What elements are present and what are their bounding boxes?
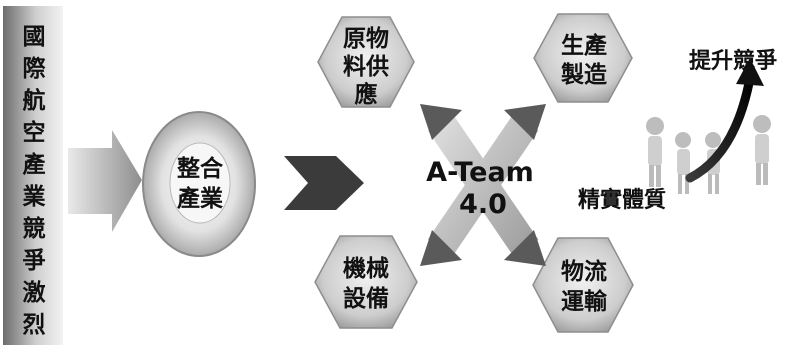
hexagon-label: 原物 xyxy=(343,25,389,52)
left-banner-char: 際 xyxy=(23,55,47,82)
left-banner-char: 航 xyxy=(23,87,46,114)
left-banner-char: 產 xyxy=(23,151,46,178)
arrowhead-bottom-right xyxy=(504,230,546,266)
chevron-arrow xyxy=(284,156,364,210)
person-figure xyxy=(646,117,664,187)
broad-arrow xyxy=(68,130,142,232)
integration-label-line2: 產業 xyxy=(177,185,224,212)
rising-arrowhead xyxy=(736,58,764,86)
left-banner-char: 競 xyxy=(23,215,46,242)
left-banner-char: 爭 xyxy=(23,247,46,274)
hexagon-shape xyxy=(317,16,415,108)
hexagon-shape xyxy=(314,235,418,329)
hexagon-label: 製造 xyxy=(560,61,608,88)
arrowhead-bottom-left xyxy=(420,230,462,266)
hexagon-label: 運輸 xyxy=(561,288,608,315)
left-banner-char: 烈 xyxy=(23,311,46,338)
label-boost-competition: 提升競爭 xyxy=(689,48,777,74)
left-banner-char: 國 xyxy=(23,23,46,50)
label-lean-constitution: 精實體質 xyxy=(578,187,666,213)
left-banner-bar xyxy=(3,6,63,345)
left-banner-char: 激 xyxy=(23,279,46,306)
hexagon-machinery: 機械 設備 xyxy=(314,235,418,329)
rising-figures-illustration xyxy=(646,58,771,194)
hexagon-label: 料供 xyxy=(343,53,389,80)
hexagon-shape xyxy=(533,13,633,103)
rising-curve xyxy=(685,73,755,183)
center-cross-arrows xyxy=(420,104,546,266)
integration-label-line1: 整合 xyxy=(177,155,224,182)
arrowhead-top-right xyxy=(504,104,546,140)
left-banner-text: 國 際 航 空 產 業 競 爭 激 烈 xyxy=(22,23,47,338)
hexagon-label: 生產 xyxy=(561,32,607,59)
hexagon-production: 生產 製造 xyxy=(533,13,633,103)
center-label-line1: A-Team xyxy=(426,157,534,188)
hexagon-label: 設備 xyxy=(343,285,389,312)
hexagon-label: 物流 xyxy=(561,258,607,285)
person-figure xyxy=(675,132,691,194)
hexagon-label: 應 xyxy=(355,81,378,108)
left-banner-char: 空 xyxy=(23,119,46,146)
cross-arrow-shaft xyxy=(427,113,539,257)
arrowhead-top-left xyxy=(420,104,462,140)
integration-circle-inner xyxy=(169,142,231,224)
center-label-line2: 4.0 xyxy=(459,189,507,220)
hexagon-shape xyxy=(532,237,634,333)
hexagon-label: 機械 xyxy=(343,255,389,282)
hexagon-logistics: 物流 運輸 xyxy=(532,237,634,333)
person-figure xyxy=(753,115,771,185)
hexagon-raw-materials: 原物 料供 應 xyxy=(317,16,415,108)
left-banner-char: 業 xyxy=(22,183,47,210)
